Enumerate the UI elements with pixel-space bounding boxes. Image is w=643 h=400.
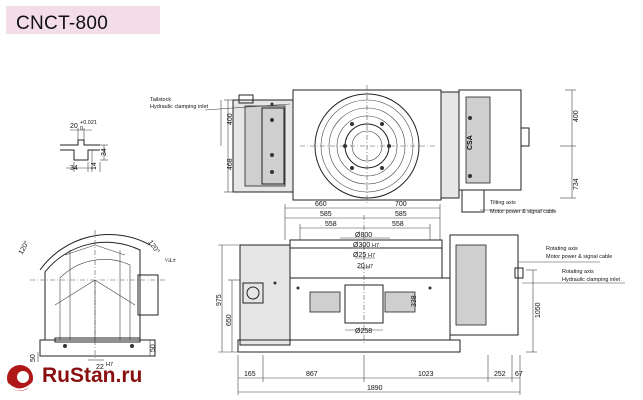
dim-400-right: 400	[573, 110, 580, 122]
dim-975: 975	[216, 294, 223, 306]
dim-67: 67	[515, 371, 523, 378]
brand-logo: RuStan.ru	[4, 362, 174, 394]
csa-logo: CSA	[467, 135, 474, 150]
dim-34-v: 34	[101, 148, 108, 156]
angle-120-right: 120°	[146, 239, 161, 256]
label-rotating-axis-2: Rotating axis	[562, 269, 594, 275]
dim-700: 700	[395, 201, 407, 208]
angle-120-left: 120°	[17, 239, 31, 256]
dim-h7-side: H7	[106, 362, 113, 368]
dim-650: 650	[226, 314, 233, 326]
dim-h7-20: H7	[366, 264, 373, 270]
dim-22: 22	[96, 364, 104, 371]
dim-20: 20	[70, 123, 78, 130]
page-title: CNCT-800	[16, 13, 109, 34]
dim-558-right: 558	[392, 221, 404, 228]
front-view: 660 700 585 585 558 558 Ø800 Ø300 H7 Ø25…	[216, 201, 625, 395]
dim-165: 165	[244, 371, 256, 378]
dim-660: 660	[315, 201, 327, 208]
dim-1023: 1023	[418, 371, 434, 378]
dim-14: 14	[91, 162, 98, 170]
dim-dia-300: Ø300	[353, 242, 370, 249]
dim-tol-plus: +0.021	[80, 120, 97, 126]
dim-50-right: 50	[150, 344, 157, 352]
dim-dia-258: Ø258	[355, 328, 372, 335]
title-box: CNCT-800	[6, 6, 160, 34]
label-rotating-power: Motor power & signal cable	[546, 254, 612, 260]
label-tilting-cable: Motor power & signal cable	[490, 209, 556, 215]
brand-name: RuStan.ru	[42, 364, 143, 387]
label-rotating-clamp: Hydraulic clamping inlet	[562, 277, 621, 283]
dim-1050: 1050	[535, 302, 542, 318]
label-rotating-axis-1: Rotating axis	[546, 246, 578, 252]
side-view: 120° 120° ¼L± 50 22 H7 50	[17, 230, 176, 371]
dim-252: 252	[494, 371, 506, 378]
dim-867: 867	[306, 371, 318, 378]
dim-338: 338	[411, 295, 418, 307]
dim-50-left: 50	[30, 354, 37, 362]
dim-1890: 1890	[367, 385, 383, 392]
brand-mark-icon	[7, 365, 35, 391]
dim-dia-800: Ø800	[355, 232, 372, 239]
dim-tol-zero: 0	[80, 126, 83, 132]
dim-558-left: 558	[325, 221, 337, 228]
dim-20-center: 20	[357, 263, 365, 270]
label-tilting-axis: Tilting axis	[490, 200, 516, 206]
dim-h7-25: H7	[368, 253, 375, 259]
dim-585-left: 585	[320, 211, 332, 218]
dim-dia-25: Ø25	[353, 252, 366, 259]
label-tailstock-inlet: Hydraulic clamping inlet	[150, 104, 209, 110]
dim-585-right: 585	[395, 211, 407, 218]
tslot-detail: 20 +0.021 0 34 34 14	[60, 120, 108, 172]
top-view: CSA 400 468 400 734 Tailstock Hydraulic …	[150, 85, 580, 215]
dim-quarter: ¼L±	[165, 258, 176, 264]
dim-34-h: 34	[70, 165, 78, 172]
dim-400-left: 400	[227, 113, 234, 125]
dim-734: 734	[573, 178, 580, 190]
dim-468: 468	[227, 158, 234, 170]
dim-h7-300: H7	[372, 243, 379, 249]
label-tailstock: Tailstock	[150, 97, 171, 103]
